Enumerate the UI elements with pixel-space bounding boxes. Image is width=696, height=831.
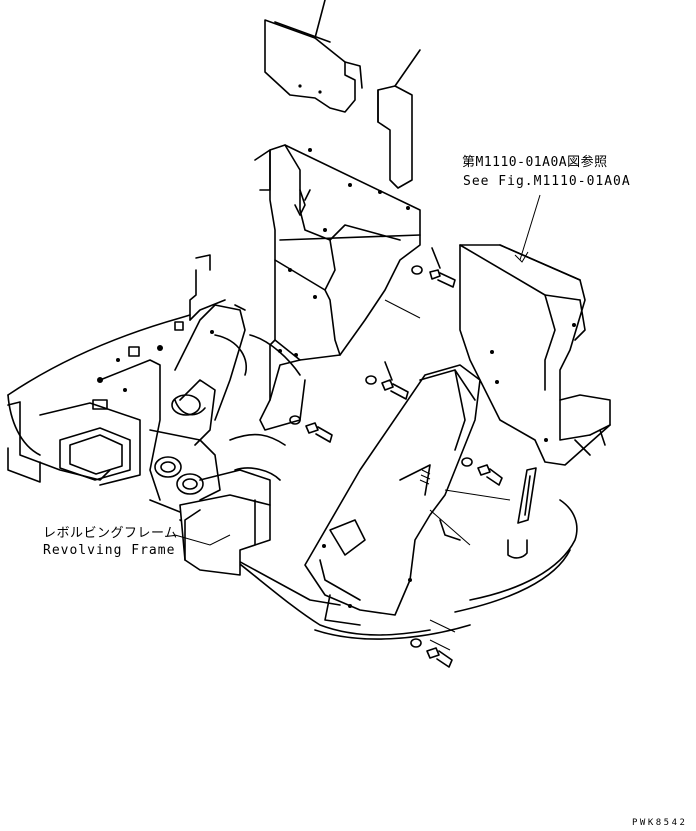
reference-note-jp: 第M1110-01A0A図参照 <box>462 155 608 170</box>
revolving-frame-label-en: Revolving Frame <box>43 543 176 558</box>
top-cover-part <box>264 0 363 113</box>
bolt-5 <box>410 638 453 668</box>
leader-lines <box>174 194 541 651</box>
revolving-frame-label-jp: レボルビングフレーム <box>43 526 178 541</box>
side-cover <box>304 364 499 626</box>
left-step-box <box>7 401 141 486</box>
reference-note-en: See Fig.M1110-01A0A <box>463 174 631 189</box>
bolt-1 <box>411 247 456 288</box>
bolt-3 <box>289 415 333 443</box>
drawing-code: PWK8542 <box>632 818 688 828</box>
center-cover <box>254 144 421 431</box>
frame-interior <box>92 254 301 521</box>
right-cover <box>459 244 611 466</box>
bolt-2 <box>365 361 409 400</box>
right-stand <box>507 539 528 559</box>
bolt-4 <box>461 457 503 486</box>
seal-strip <box>517 467 537 524</box>
front-block <box>179 469 271 576</box>
upright-plate <box>377 49 421 189</box>
